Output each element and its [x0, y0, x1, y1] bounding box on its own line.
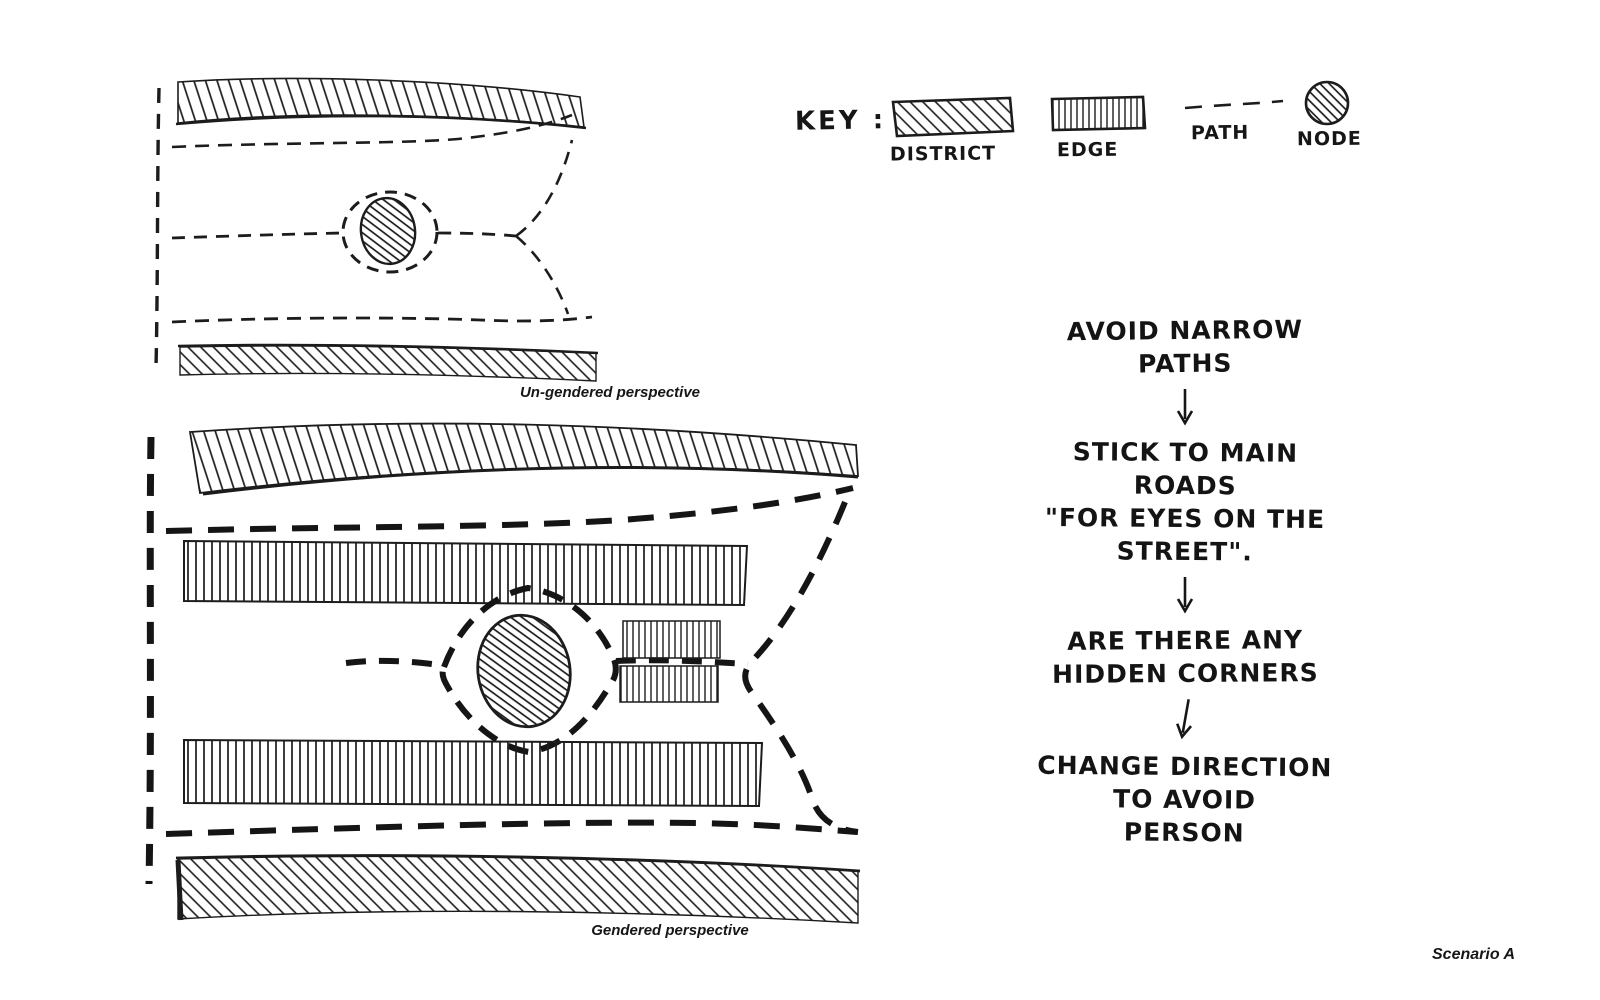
gendered-edge-band-bottom — [183, 738, 764, 808]
flow-line: CHANGE DIRECTION — [1037, 750, 1333, 783]
ungendered-node-outline — [341, 190, 439, 274]
gendered-small-edge-block-top — [622, 620, 721, 659]
key-title: KEY : — [794, 105, 887, 137]
flow-line: TO AVOID — [1113, 784, 1257, 815]
key-label-path: PATH — [1190, 121, 1250, 145]
gendered-small-edge-block-bottom — [619, 665, 719, 703]
key-swatches — [891, 80, 1350, 138]
gendered-node — [476, 613, 572, 729]
ungendered-top-path — [171, 113, 573, 149]
ungendered-node — [359, 196, 417, 266]
key-label-node: NODE — [1296, 127, 1362, 151]
down-arrow-icon — [1176, 388, 1194, 426]
flow-line: PERSON — [1124, 817, 1246, 848]
gendered-top-path — [165, 485, 854, 534]
caption-gendered: Gendered perspective — [591, 922, 749, 939]
flow-step-change-direction: CHANGE DIRECTION TO AVOID PERSON — [1037, 749, 1333, 851]
gendered-top-band-baseline — [202, 466, 859, 496]
flow-line: ARE THERE ANY — [1066, 625, 1303, 656]
flow-line: ROADS — [1133, 470, 1237, 501]
gendered-bottom-band-topline — [175, 854, 861, 873]
ungendered-middle-path-right — [437, 231, 517, 238]
diagram-gendered — [145, 422, 861, 924]
gendered-edge-band-top — [183, 539, 749, 607]
down-arrow-icon — [1176, 699, 1193, 740]
gendered-left-path — [145, 436, 155, 885]
flow-line: STREET". — [1116, 536, 1253, 567]
flow-line: STICK TO MAIN — [1072, 437, 1299, 468]
gendered-bottom-band-left-edge — [175, 859, 184, 921]
gendered-middle-path-right — [615, 657, 749, 667]
ungendered-top-band-baseline — [175, 114, 587, 130]
district-swatch — [891, 96, 1015, 138]
gendered-bottom-path — [165, 819, 858, 837]
flow-step-avoid-narrow-paths: AVOID NARROW PATHS — [1067, 313, 1304, 381]
gendered-right-path — [742, 500, 859, 835]
gendered-middle-path-left — [345, 657, 441, 668]
ungendered-fork-up-path — [515, 139, 574, 238]
caption-ungendered: Un-gendered perspective — [519, 384, 701, 401]
scenario-label: Scenario A — [1432, 946, 1515, 963]
down-arrow-icon — [1176, 576, 1194, 614]
ungendered-bottom-path — [171, 315, 593, 324]
ungendered-fork-down-path — [515, 235, 570, 315]
gendered-top-district-band — [188, 422, 859, 494]
gendered-bottom-district-band — [177, 855, 859, 924]
ungendered-middle-path-left — [171, 231, 343, 240]
diagram-ungendered — [154, 77, 599, 382]
edge-swatch — [1050, 95, 1147, 132]
node-swatch — [1304, 80, 1350, 126]
gendered-node-outline — [439, 584, 619, 756]
path-swatch — [1184, 99, 1284, 110]
key-label-edge: EDGE — [1056, 138, 1119, 162]
safety-flowchart: AVOID NARROW PATHS STICK TO MAIN ROADS "… — [1030, 314, 1340, 849]
flow-line: AVOID NARROW — [1066, 314, 1304, 347]
ungendered-bottom-band-topline — [177, 343, 599, 355]
flow-line: PATHS — [1137, 348, 1233, 379]
flow-line: HIDDEN CORNERS — [1051, 658, 1319, 689]
flow-step-stick-to-main-roads: STICK TO MAIN ROADS "FOR EYES ON THE STR… — [1044, 435, 1325, 569]
flow-line: "FOR EYES ON THE — [1044, 503, 1326, 534]
ungendered-left-path — [154, 87, 161, 369]
key-label-district: DISTRICT — [889, 142, 997, 166]
flow-step-hidden-corners: ARE THERE ANY HIDDEN CORNERS — [1051, 623, 1319, 691]
